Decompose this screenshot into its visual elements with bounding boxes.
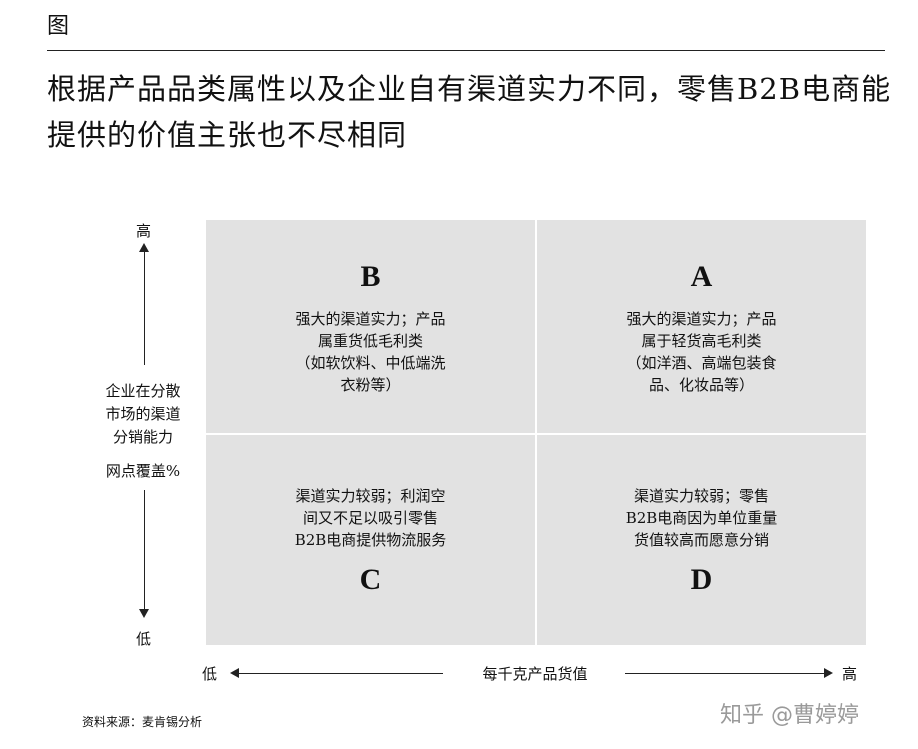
header-rule [47, 50, 885, 51]
quadrant-b-letter: B [360, 260, 381, 293]
quadrant-d-text: 渠道实力较弱；零售 B2B电商因为单位重量 货值较高而愿意分销 [625, 487, 778, 549]
x-axis-low-label: 低 [202, 665, 218, 683]
figure-label: 图 [47, 14, 70, 39]
quadrant-a: A 强大的渠道实力；产品 属于轻货高毛利类 （如洋酒、高端包装食 品、化妆品等） [537, 220, 866, 433]
x-axis-line-left [238, 673, 443, 674]
quadrant-c-letter: C [359, 563, 382, 596]
y-axis-up-arrow-icon [139, 243, 149, 252]
quadrant-b-text: 强大的渠道实力；产品 属重货低毛利类 （如软饮料、中低端洗 衣粉等） [295, 310, 446, 394]
quadrant-c-text: 渠道实力较弱；利润空 间又不足以吸引零售 B2B电商提供物流服务 [294, 487, 447, 549]
quadrant-d-letter: D [690, 563, 713, 596]
quadrant-c: 渠道实力较弱；利润空 间又不足以吸引零售 B2B电商提供物流服务 C [206, 435, 535, 645]
watermark: 知乎 @曹婷婷 [720, 703, 859, 728]
y-axis-sublabel: 网点覆盖% [105, 462, 181, 480]
quadrant-a-text: 强大的渠道实力；产品 属于轻货高毛利类 （如洋酒、高端包装食 品、化妆品等） [626, 310, 777, 394]
y-axis-label: 企业在分散 市场的渠道 分销能力 [105, 382, 181, 446]
quadrant-b: B 强大的渠道实力；产品 属重货低毛利类 （如软饮料、中低端洗 衣粉等） [206, 220, 535, 433]
x-axis-left-arrow-icon [230, 668, 239, 678]
page-title: 根据产品品类属性以及企业自有渠道实力不同，零售B2B电商能提供的价值主张也不尽相… [47, 72, 892, 152]
source-note: 资料来源：麦肯锡分析 [82, 715, 203, 729]
x-axis-high-label: 高 [842, 665, 858, 683]
x-axis-line-right [625, 673, 825, 674]
y-axis-line-bottom [144, 490, 145, 610]
y-axis-low-label: 低 [136, 630, 152, 648]
quadrant-d: 渠道实力较弱；零售 B2B电商因为单位重量 货值较高而愿意分销 D [537, 435, 866, 645]
y-axis-down-arrow-icon [139, 609, 149, 618]
quadrant-a-letter: A [690, 260, 713, 293]
x-axis-right-arrow-icon [824, 668, 833, 678]
y-axis-high-label: 高 [136, 222, 152, 240]
x-axis-label: 每千克产品货值 [482, 665, 588, 683]
y-axis-line-top [144, 250, 145, 365]
